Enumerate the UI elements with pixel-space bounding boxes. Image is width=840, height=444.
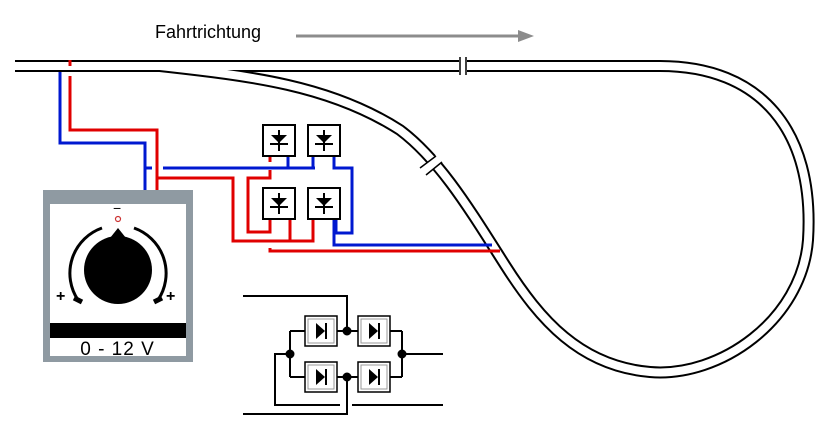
bridge-diode (304, 315, 338, 347)
bridge-diode (357, 315, 391, 347)
direction-label: Fahrtrichtung (155, 22, 262, 42)
bridge-diode (357, 361, 391, 393)
diode-module (262, 187, 296, 220)
plus-label-right: + (166, 288, 176, 305)
plus-label-left: + (56, 288, 66, 305)
insulated-rail-joint (459, 56, 467, 76)
bridge-diode (304, 361, 338, 393)
diode-module (307, 187, 341, 220)
positive-wires (68, 60, 500, 253)
voltage-range-label: 0 - 12 V (80, 339, 155, 360)
minus-label: − (113, 200, 122, 216)
diode-modules (262, 124, 341, 220)
bridge-rectifier-schematic (243, 295, 443, 415)
insulated-rail-joint (419, 155, 443, 176)
transformer[interactable] (43, 190, 193, 362)
direction-arrow (296, 30, 534, 42)
speed-knob[interactable] (68, 215, 168, 305)
negative-wires (58, 72, 492, 247)
diode-module (307, 124, 341, 157)
diode-module (262, 124, 296, 157)
track (15, 56, 815, 379)
